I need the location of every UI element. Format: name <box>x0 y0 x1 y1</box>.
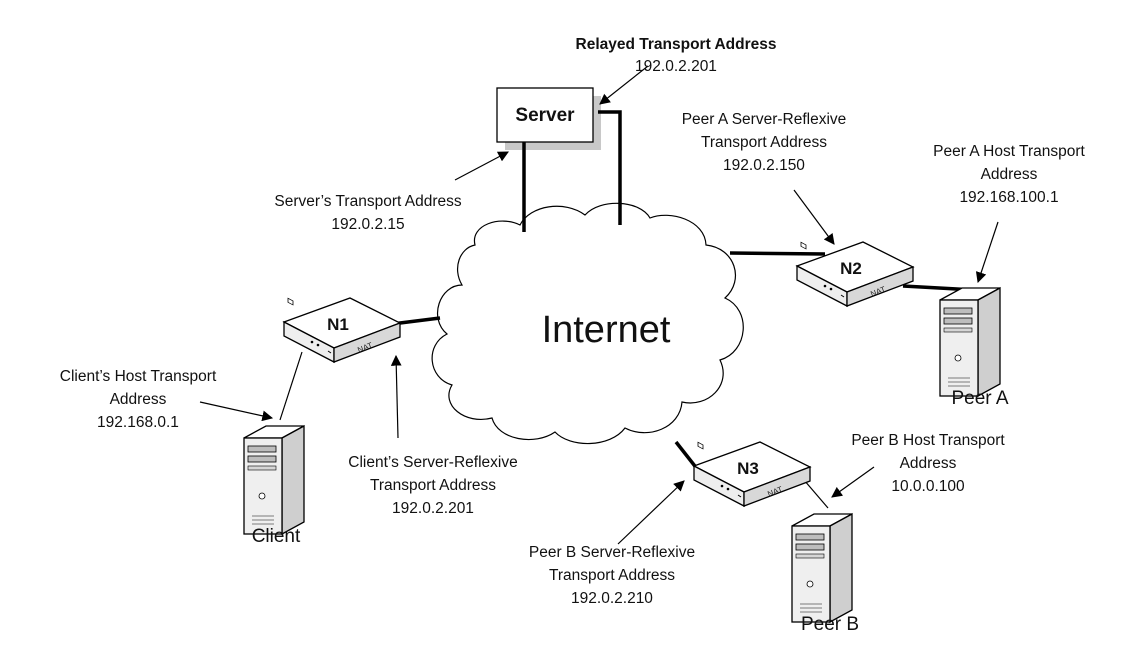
peer-a-label: Peer A <box>951 388 1008 409</box>
server: Server <box>496 87 601 150</box>
client-srflx-ip: 192.0.2.201 <box>392 500 474 517</box>
client-host-line2: Address <box>110 391 167 408</box>
peer-a-srflx-ip: 192.0.2.150 <box>723 157 805 174</box>
peer-b-computer-icon <box>791 513 853 623</box>
server-addr-line1: Server’s Transport Address <box>274 193 461 210</box>
server-addr-ip: 192.0.2.15 <box>331 216 404 233</box>
peer-a-computer-icon <box>939 287 1001 397</box>
peer-b-srflx-arrow <box>617 480 685 545</box>
nat-n3: N3 NAT <box>693 441 811 507</box>
n2-internet-link <box>729 251 826 256</box>
relayed-arrow <box>599 65 649 105</box>
peer-a-srflx-line1: Peer A Server-Reflexive <box>682 111 847 128</box>
n1-client-link <box>279 351 303 421</box>
server-relay-link-line <box>598 110 622 225</box>
client-srflx-line1: Client’s Server-Reflexive <box>348 454 517 471</box>
client-computer-icon <box>243 425 305 535</box>
peer-b-host-line2: Address <box>900 455 957 472</box>
nat-n2-label: N2 <box>840 259 862 278</box>
peer-b-srflx-line1: Peer B Server-Reflexive <box>529 544 695 561</box>
peer-b-srflx-ip: 192.0.2.210 <box>571 590 653 607</box>
internet-label: Internet <box>542 309 671 351</box>
peer-b-host-ip: 10.0.0.100 <box>891 478 965 495</box>
relayed-title: Relayed Transport Address <box>576 36 777 53</box>
peer-b-host-line1: Peer B Host Transport <box>851 432 1005 449</box>
client-host-line1: Client’s Host Transport <box>60 368 217 385</box>
n3-peer-b-link <box>803 479 829 509</box>
internet-cloud: Internet <box>431 202 744 445</box>
server-addr-arrow <box>454 151 509 181</box>
relayed-ip: 192.0.2.201 <box>635 58 717 75</box>
client-host-arrow <box>199 401 274 422</box>
peer-b-label: Peer B <box>801 614 859 635</box>
client-srflx-arrow <box>390 354 402 439</box>
peer-b-srflx-line2: Transport Address <box>549 567 675 584</box>
nat-n2: N2 NAT <box>796 241 914 307</box>
peer-a-srflx-arrow <box>793 189 835 245</box>
peer-a-host-arrow <box>975 221 999 284</box>
peer-a-host-ip: 192.168.100.1 <box>959 189 1058 206</box>
client-label: Client <box>252 526 301 547</box>
client-host-ip: 192.168.0.1 <box>97 414 179 431</box>
peer-a-host-line2: Address <box>981 166 1038 183</box>
peer-a-srflx-line2: Transport Address <box>701 134 827 151</box>
client-srflx-line2: Transport Address <box>370 477 496 494</box>
peer-b-host-arrow <box>831 466 875 498</box>
nat-n3-label: N3 <box>737 459 759 478</box>
server-label: Server <box>515 105 575 126</box>
nat-n1-label: N1 <box>327 315 349 334</box>
peer-a-host-line1: Peer A Host Transport <box>933 143 1085 160</box>
